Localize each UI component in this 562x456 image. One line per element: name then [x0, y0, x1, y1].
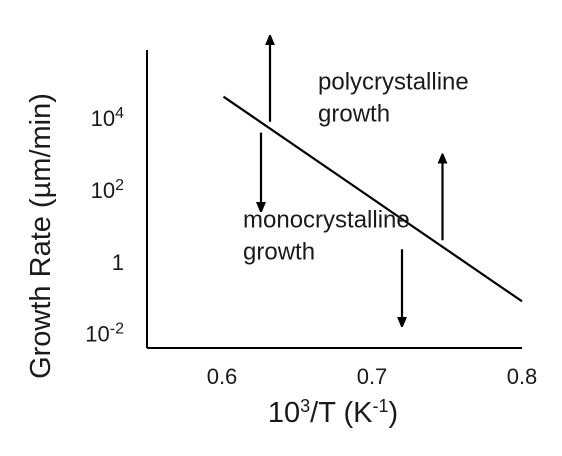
y-tick-label: 10-2 — [85, 320, 124, 347]
x-tick-label: 0.7 — [357, 364, 388, 389]
y-tick-base: 1 — [112, 250, 124, 275]
x-axis-label-unit-exponent: -1 — [372, 396, 388, 416]
y-tick-base: 10 — [85, 322, 109, 347]
y-tick-base: 10 — [91, 178, 115, 203]
y-tick-label: 104 — [91, 105, 124, 131]
region-label: monocrystalline growth — [243, 207, 410, 266]
x-axis-label: 103/T (K-1) — [268, 396, 398, 429]
y-tick-exponent: 4 — [115, 105, 124, 122]
region-label-line: monocrystalline — [243, 207, 410, 234]
y-tick-base: 10 — [91, 106, 115, 131]
y-tick-exponent: 2 — [115, 177, 124, 194]
series-line — [222, 95, 523, 303]
x-tick-labels: 0.6 0.7 0.8 — [207, 364, 538, 389]
x-tick-label: 0.8 — [507, 364, 538, 389]
arrow-layer — [261, 39, 443, 323]
x-axis-label-exponent: 3 — [300, 396, 310, 416]
y-tick-label: 1 — [112, 250, 124, 275]
region-labels: polycrystalline growth monocrystalline grow… — [243, 68, 469, 265]
region-label-line: growth — [318, 100, 390, 127]
y-axis-label: Growth Rate (µm/min) — [25, 93, 57, 379]
region-label: polycrystalline growth — [318, 68, 469, 127]
region-label-line: polycrystalline — [318, 68, 469, 95]
x-tick-label: 0.6 — [207, 364, 238, 389]
series-layer — [222, 95, 523, 303]
y-tick-label: 102 — [91, 177, 124, 204]
y-tick-exponent: -2 — [110, 320, 124, 337]
region-label-line: growth — [243, 239, 315, 266]
